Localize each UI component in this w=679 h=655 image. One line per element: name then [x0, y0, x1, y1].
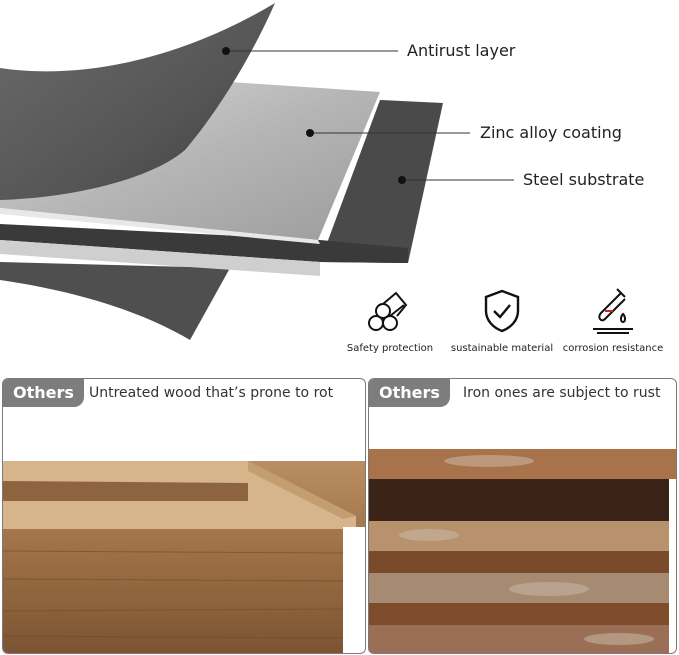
iron-caption: Iron ones are subject to rust — [463, 385, 661, 401]
steel-marker — [398, 176, 406, 184]
rusted-iron-photo — [369, 449, 676, 653]
antirust-layer-lower — [0, 262, 230, 340]
logs-icon — [368, 291, 408, 331]
comparison-panel-wood: Others Untreated wood that’s prone to ro… — [2, 378, 366, 654]
others-tag: Others — [369, 379, 450, 407]
feature-sustainable-material: sustainable material — [442, 285, 562, 354]
zinc-marker — [306, 129, 314, 137]
antirust-marker — [222, 47, 230, 55]
layer-diagram — [0, 3, 514, 340]
zinc-coating-edge — [0, 208, 320, 244]
steel-substrate-front — [0, 224, 408, 263]
wood-caption: Untreated wood that’s prone to rot — [89, 385, 334, 401]
feature-safety-protection: Safety protection — [330, 285, 450, 354]
zinc-alloy-coating-label: Zinc alloy coating — [480, 123, 622, 142]
feature-label: corrosion resistance — [562, 343, 664, 354]
comparison-panel-iron: Others Iron ones are subject to rust — [368, 378, 677, 654]
test-tube-drop-icon — [593, 288, 633, 334]
feature-label: Safety protection — [346, 343, 434, 354]
steel-substrate-top — [320, 100, 443, 263]
steel-substrate-label: Steel substrate — [523, 170, 645, 189]
zinc-coating-front — [0, 240, 320, 276]
feature-corrosion-resistance: corrosion resistance — [553, 285, 673, 354]
others-tag: Others — [3, 379, 84, 407]
antirust-layer-label: Antirust layer — [407, 41, 516, 60]
feature-label: sustainable material — [450, 343, 554, 354]
shield-check-icon — [484, 289, 520, 333]
zinc-coating-top — [0, 82, 380, 240]
wood-planter-photo — [3, 461, 365, 653]
antirust-layer-upper — [0, 3, 275, 200]
